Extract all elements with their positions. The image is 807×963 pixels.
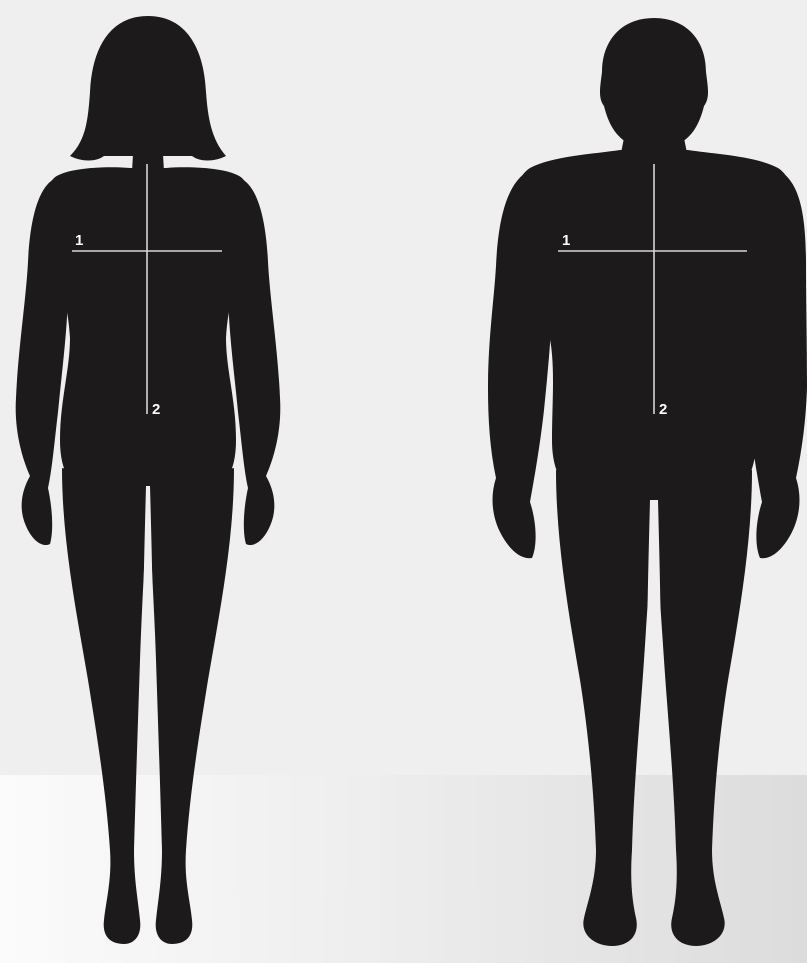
male-chest-marker: 1 [562, 232, 570, 249]
female-neck [132, 136, 164, 172]
male-length-marker: 2 [659, 401, 667, 418]
male-head [600, 18, 708, 142]
female-length-marker: 2 [152, 401, 160, 418]
female-chest-marker: 1 [75, 232, 83, 249]
female-torso [45, 167, 252, 494]
male-leg-gap [647, 500, 661, 750]
